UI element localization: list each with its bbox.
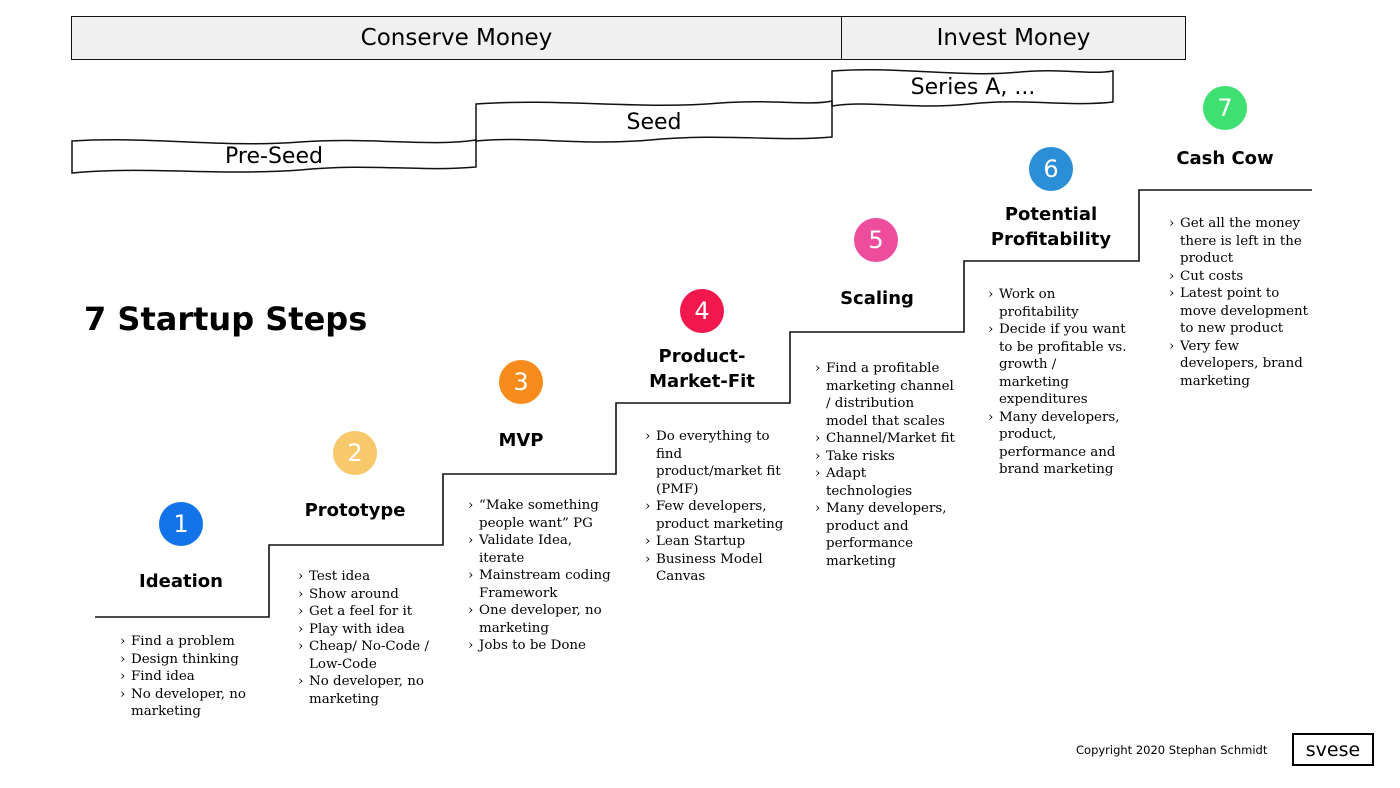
step-2-bullets: Test idea Show around Get a feel for it …: [298, 568, 448, 708]
step-5-badge: 5: [854, 218, 898, 262]
list-item: Channel/Market fit: [815, 430, 955, 448]
invest-money-label: Invest Money: [936, 25, 1091, 51]
step-4-bullets: Do everything to find product/market fit…: [645, 428, 785, 586]
step-1-badge: 1: [159, 502, 203, 546]
list-item: Adapt technologies: [815, 465, 955, 500]
step-5-title: Scaling: [840, 288, 914, 309]
step-1-bullets: Find a problem Design thinking Find idea…: [120, 633, 270, 721]
list-item: Business Model Canvas: [645, 551, 785, 586]
conserve-money-bar: Conserve Money: [71, 16, 842, 60]
page-title: 7 Startup Steps: [84, 300, 368, 338]
list-item: Get a feel for it: [298, 603, 448, 621]
step-2-badge: 2: [333, 431, 377, 475]
list-item: Find idea: [120, 668, 270, 686]
seed-label: Seed: [626, 110, 682, 135]
step-7-title: Cash Cow: [1176, 148, 1274, 169]
list-item: Test idea: [298, 568, 448, 586]
list-item: Cheap/ No-Code / Low-Code: [298, 638, 448, 673]
list-item: Design thinking: [120, 651, 270, 669]
preseed-banner: [71, 138, 477, 174]
list-item: Find a profitable marketing channel / di…: [815, 360, 955, 430]
staircase-line: [95, 189, 1312, 618]
step-2-title: Prototype: [304, 500, 406, 521]
list-item: Cut costs: [1169, 268, 1309, 286]
list-item: Many developers, product and performance…: [815, 500, 955, 570]
list-item: Get all the money there is left in the p…: [1169, 215, 1309, 268]
step-1-title: Ideation: [139, 571, 223, 592]
list-item: Show around: [298, 586, 448, 604]
list-item: Decide if you want to be profitable vs. …: [988, 321, 1128, 409]
step-4-title: Product-Market-Fit: [649, 346, 755, 392]
invest-money-bar: Invest Money: [841, 16, 1186, 60]
step-4-badge: 4: [680, 289, 724, 333]
list-item: Mainstream coding Framework: [468, 567, 618, 602]
step-7-badge: 7: [1203, 86, 1247, 130]
list-item: Work on profitability: [988, 286, 1128, 321]
step-3-bullets: “Make something people want” PG Validate…: [468, 497, 618, 655]
list-item: One developer, no marketing: [468, 602, 618, 637]
svese-logo: svese: [1292, 733, 1374, 766]
list-item: Many developers, product, performance an…: [988, 409, 1128, 479]
step-7-bullets: Get all the money there is left in the p…: [1169, 215, 1309, 390]
step-3-badge: 3: [499, 360, 543, 404]
list-item: Do everything to find product/market fit…: [645, 428, 785, 498]
list-item: Validate Idea, iterate: [468, 532, 618, 567]
copyright-text: Copyright 2020 Stephan Schmidt: [1076, 743, 1268, 757]
list-item: No developer, no marketing: [298, 673, 448, 708]
list-item: Latest point to move development to new …: [1169, 285, 1309, 338]
list-item: Find a problem: [120, 633, 270, 651]
step-5-bullets: Find a profitable marketing channel / di…: [815, 360, 955, 570]
step-6-badge: 6: [1029, 147, 1073, 191]
series-label: Series A, ...: [910, 75, 1036, 100]
list-item: Take risks: [815, 448, 955, 466]
step-6-bullets: Work on profitability Decide if you want…: [988, 286, 1128, 479]
conserve-money-label: Conserve Money: [360, 25, 553, 51]
step-3-title: MVP: [498, 430, 544, 451]
list-item: Jobs to be Done: [468, 637, 618, 655]
seed-banner: [475, 100, 833, 143]
step-6-title: Potential Profitability: [990, 204, 1112, 250]
list-item: “Make something people want” PG: [468, 497, 618, 532]
list-item: Play with idea: [298, 621, 448, 639]
list-item: No developer, no marketing: [120, 686, 270, 721]
preseed-label: Pre-Seed: [225, 144, 323, 169]
list-item: Lean Startup: [645, 533, 785, 551]
list-item: Very few developers, brand marketing: [1169, 338, 1309, 391]
list-item: Few developers, product marketing: [645, 498, 785, 533]
series-banner: [831, 69, 1114, 107]
